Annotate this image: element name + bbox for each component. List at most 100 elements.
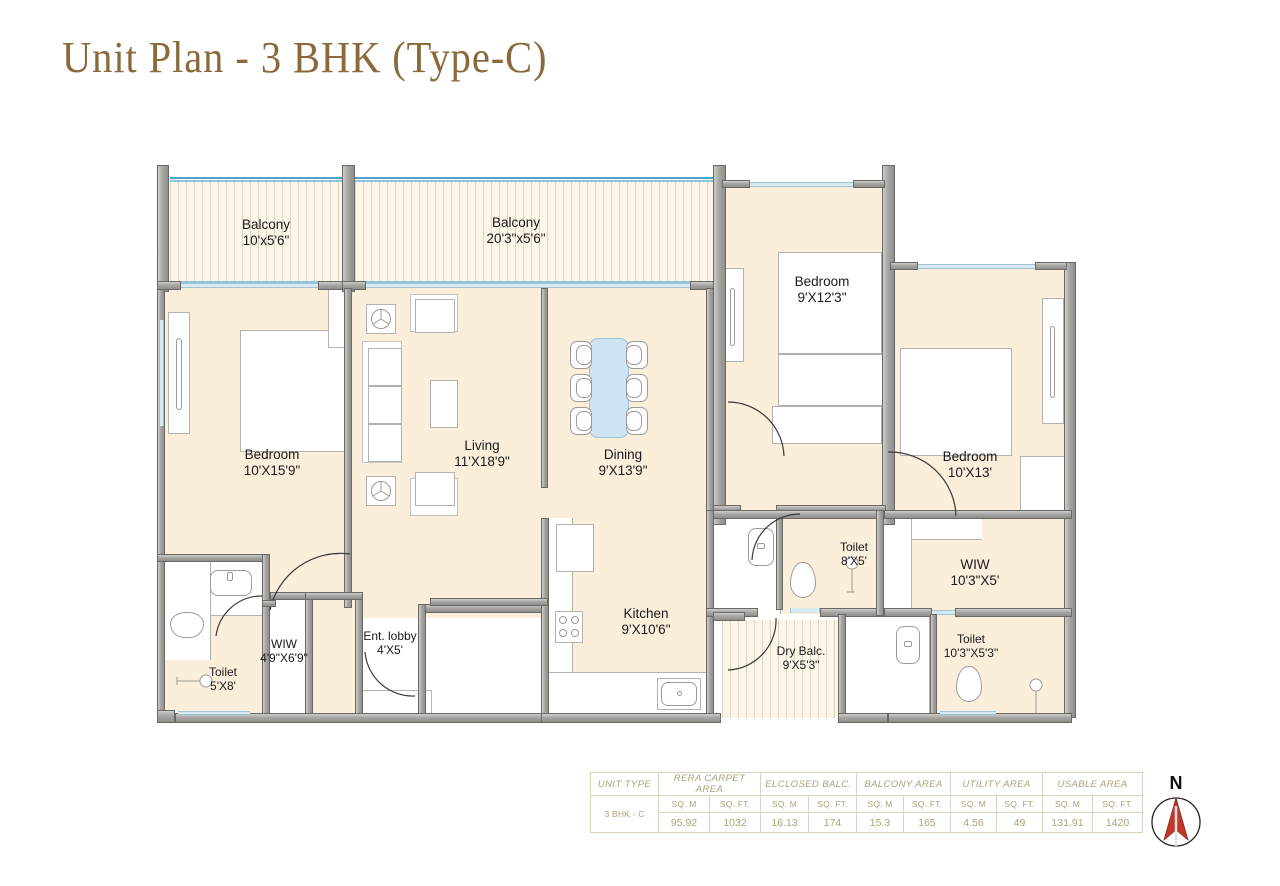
door-bedroom-right [886,450,960,518]
value-usable-sqm: 131.91 [1042,812,1093,833]
stove-hob [555,611,583,643]
table-group-header-row: UNIT TYPE RERA CARPET AREA ELCLOSED BALC… [590,772,1143,796]
door-toilet-center [748,512,802,562]
wall-outer-left-upper [157,165,169,292]
header-balcony-area: BALCONY AREA [856,772,951,796]
window-bedroom-left-side [159,320,164,426]
refrigerator [556,524,594,572]
bed-bedroom-right [900,348,1012,456]
unit-header-1: SQ. FT. [709,795,761,813]
door-jamb-bedroom-left [262,600,276,607]
door-ent-lobby [363,650,419,698]
north-compass: N [1145,773,1207,848]
shower-left-icon [176,674,213,688]
shower-center-icon [845,556,859,593]
burner-2 [571,616,579,624]
wiw-left-shelf [270,600,310,718]
wall-toilet-center-bottom-2 [820,608,884,617]
value-usable-sqft: 1420 [1092,812,1143,833]
compass-rose-icon [1151,797,1201,847]
table-value-row: 95.92 1032 16.13 174 15.3 165 4.56 49 13… [591,812,1143,833]
compass-north-label: N [1169,773,1183,793]
wc-center [790,562,816,598]
sofa-seat-2 [368,386,402,424]
table-unit-header-row: 3 BHK - C SQ. M SQ. FT. SQ. M SQ. FT. SQ… [590,795,1143,833]
wall-wiw-right-top [884,510,1072,519]
toilet-center-window [790,608,820,613]
burner-4 [571,629,579,637]
door-dry-balcony [726,616,778,672]
wall-wiw-right-bottom-2 [955,608,1072,617]
wardrobe-left-bedroom-handle [176,338,182,410]
value-encbalc-sqft: 174 [808,812,857,833]
toilet-left-wc-zone [163,560,211,660]
dining-chair-back-r3 [626,411,642,431]
wall-bedroom-top-left [713,165,726,525]
value-balcony-sqm: 15.3 [856,812,904,833]
unit-header-4: SQ. M [856,795,904,813]
door-toilet-left [212,594,266,638]
value-rera-sqft: 1032 [709,812,761,833]
unit-header-6: SQ. M [950,795,997,813]
wall-toilet-right-divider [930,614,937,718]
sofa-seat-1 [368,348,402,386]
wall-wiw-right-bottom [884,608,932,617]
closet-bedroom-top-2 [772,406,882,444]
bed-bedroom-top [778,252,882,354]
label-dry-balcony: Dry Balc.9'X5'3" [776,644,826,673]
fan-blades-bottom [372,482,390,497]
page-title: Unit Plan - 3 BHK (Type-C) [62,33,548,82]
header-unit-type: UNIT TYPE [590,772,659,796]
unit-header-9: SQ. FT. [1092,795,1143,813]
unit-header-3: SQ. FT. [808,795,857,813]
burner-3 [559,629,567,637]
dining-chair-back-l2 [576,378,592,398]
balcony-left-surface [170,182,342,282]
window-living-balcony [366,283,690,288]
closet-bedroom-right [1020,456,1070,518]
dining-chair-back-r1 [626,345,642,365]
wiw-right-shelf-left [884,518,912,614]
wall-living-dining-partition [541,288,548,488]
wall-dry-balcony-top [713,612,745,621]
balcony-railing-top [170,177,717,183]
wall-bedroom-top-window-sill-r [853,180,885,188]
balcony-main-surface [355,182,717,282]
wall-bedroom-right-outer [1064,262,1076,718]
wall-balcony-divider [342,165,355,292]
washbasin-left-tap [227,572,233,581]
bed-left-bedroom [240,330,348,452]
sofa-seat-3 [368,424,402,462]
value-encbalc-sqm: 16.13 [760,812,809,833]
wall-outer-bottom-left [157,710,175,723]
header-enclosed-balcony: ELCLOSED BALC. [760,772,857,796]
kitchen-drain-icon [677,691,682,696]
closet-bedroom-top [778,354,890,406]
wall-toilet-center-left [706,510,714,614]
wall-bedroom-right-window-sill-l [890,262,918,270]
floor-slab-dining [545,288,713,518]
wall-bedroom-living-partition [344,288,352,608]
dining-chair-back-l1 [576,345,592,365]
burner-1 [559,616,567,624]
header-rera-carpet-area: RERA CARPET AREA [658,772,761,796]
header-usable-area: USABLE AREA [1042,772,1143,796]
coffee-table [430,380,458,428]
wc-right [956,666,982,702]
wall-lobby-kitchen-vert [418,604,426,718]
window-bedroom-right [918,264,1035,269]
wall-toilet-center-right [876,510,884,616]
wardrobe-bedroom-right-handle [1050,326,1055,398]
armchair-bottom [415,472,455,506]
wall-outer-bottom-dry [838,713,888,723]
